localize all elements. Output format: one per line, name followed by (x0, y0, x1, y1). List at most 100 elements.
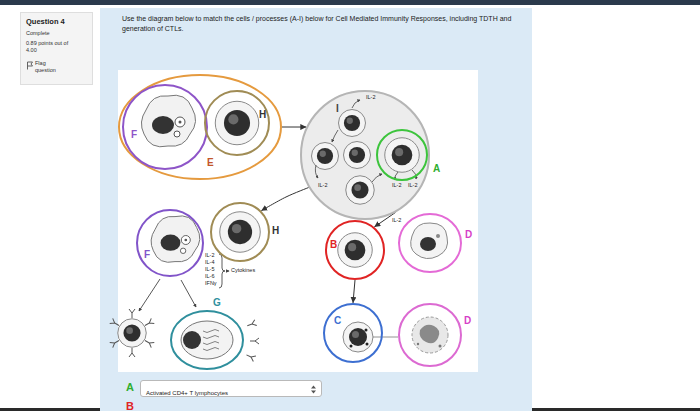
connector-label: IL-2 (391, 217, 402, 223)
illustration-path (332, 130, 338, 142)
illustration-use (151, 216, 200, 262)
ctl-circle-stroke (324, 304, 382, 362)
illustration-path (311, 386, 316, 394)
cytokine-brace (219, 254, 225, 288)
illustration-use (129, 348, 135, 357)
illustration-use (110, 338, 121, 348)
apc-circle-stroke (137, 210, 203, 276)
dying-cell-circle-stroke (399, 304, 461, 366)
illustration-circle (365, 329, 368, 332)
cytokine-label: IL-2 (205, 253, 214, 259)
proliferation-circle: IA (300, 90, 430, 220)
question-info-box-text: 0.89 points out of 4.00 (26, 40, 70, 54)
il2-label: IL-2 (366, 95, 375, 101)
illustration-circle (366, 343, 369, 346)
connector-arrow (353, 280, 355, 303)
proliferation-circle-stroke (301, 91, 429, 219)
cytokine-label: IFNγ (205, 281, 217, 287)
illustration-use (346, 176, 375, 205)
illustration-use (143, 338, 154, 348)
target-cell (411, 223, 448, 259)
illustration-use (339, 110, 366, 137)
illustration-path (315, 165, 318, 178)
ctl-circle: C (323, 303, 383, 363)
dying-cell-circle-outline (398, 303, 462, 367)
th-cell-b (338, 233, 373, 268)
apc-circle-outline (122, 84, 208, 170)
target-cell-circle-outline (398, 213, 462, 273)
proliferation-circle-outline (300, 90, 430, 220)
dying-cell-circle: D (398, 303, 462, 367)
dividing-cells (312, 110, 420, 205)
th-cell-circle-outline (325, 220, 385, 280)
antigen-presentation-ellipse-stroke (119, 75, 281, 179)
illustration-use (118, 319, 147, 348)
connector-arrow (282, 127, 306, 128)
cell-letter: I (336, 104, 339, 114)
illustration-use (245, 352, 256, 361)
differentiation-arrows (139, 271, 229, 311)
th-cell-circle: H (210, 202, 270, 262)
apc-circle: F (136, 209, 204, 277)
question-info-box-text: Complete (26, 30, 87, 37)
plasma-cell (181, 320, 259, 362)
cytokine-label: IL-5 (205, 267, 214, 273)
illustration-path (181, 280, 196, 307)
cell-letter: G (213, 298, 221, 308)
cell-letter: A (433, 164, 440, 174)
dying-cell (412, 317, 448, 353)
plasma-cell-ellipse: G (170, 310, 244, 370)
apc-circle-stroke (123, 85, 207, 169)
il2-arrows (315, 100, 416, 182)
illustration-ellipse (420, 237, 436, 251)
th-cell-circle-outline (204, 90, 270, 156)
illustration-use (110, 318, 121, 328)
illustration-use (250, 338, 259, 344)
cell-letter: H (259, 110, 266, 120)
illustration-use (215, 101, 259, 145)
illustration-path (420, 325, 440, 344)
question-panel-text: Use the diagram below to match the cells… (122, 14, 527, 34)
cell-letter: D (464, 316, 471, 326)
illustration-use (246, 320, 257, 329)
illustration-ellipse (181, 321, 233, 359)
illustration-circle (436, 234, 440, 238)
th-cell-circle-stroke (326, 221, 384, 279)
ctl-contact (373, 337, 398, 338)
illustration-circle (350, 345, 353, 348)
cytokines-caption: Cytokines (231, 268, 255, 274)
activated-cell-circle: A (376, 129, 428, 181)
illustration-circle (417, 343, 419, 345)
t-cell-top (215, 101, 259, 145)
illustration-path (203, 330, 219, 351)
illustration-use (129, 309, 135, 318)
illustration-use (338, 233, 373, 268)
ctl-cell (343, 322, 373, 352)
th-cell-circle: H (204, 90, 270, 156)
question-info-box-text: Flag question (26, 60, 61, 74)
cell-letter: E (207, 158, 214, 168)
target-cell-circle: D (398, 213, 462, 273)
th-cell-circle: B (325, 220, 385, 280)
illustration-use (385, 138, 420, 173)
cell-letter: H (272, 226, 279, 236)
question-info-box-text: Question 4 (26, 17, 87, 27)
macrophage-lower (151, 216, 200, 262)
top-band (0, 0, 700, 5)
question-info-box: Question 4 Complete 0.89 points out of 4.0… (20, 12, 93, 85)
illustration-circle (412, 317, 448, 353)
il2-label: IL-2 (392, 183, 401, 189)
answer-letter: A (126, 382, 134, 393)
illustration-path (226, 271, 229, 272)
th-cell-circle-outline (210, 202, 270, 262)
illustration-path (352, 100, 360, 108)
activated-cell-circle-stroke (377, 130, 427, 180)
flag-icon (26, 61, 34, 70)
th-cell-circle-stroke (205, 91, 269, 155)
target-cell-circle-stroke (399, 214, 461, 272)
dropdown-arrows (311, 385, 316, 394)
illustration-use (343, 322, 373, 352)
il2-label: IL-2 (408, 183, 417, 189)
